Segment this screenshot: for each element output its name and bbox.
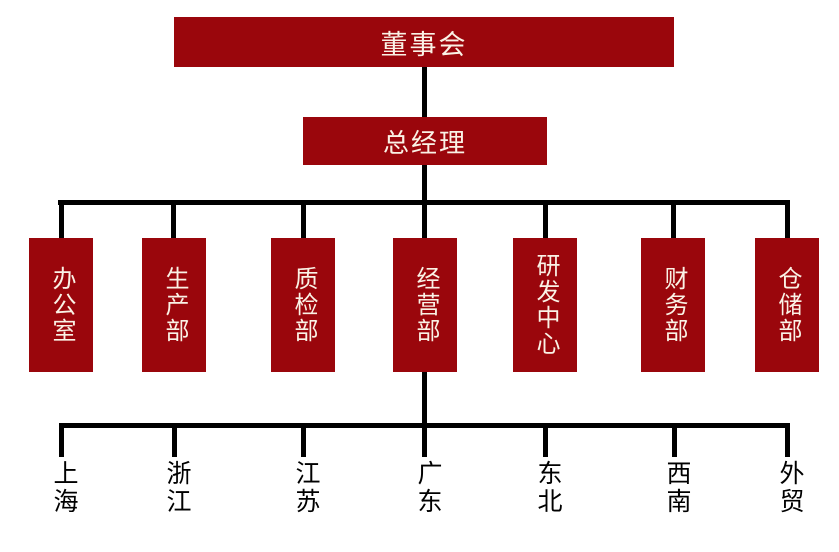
region-label-foreign-trade: 外贸 [776,460,804,516]
connector-stub-northeast [543,423,548,457]
dept-box-office: 办公室 [29,238,93,372]
connector-stub-quality [301,200,306,238]
connector-board-to-gm [422,67,427,117]
dept-label-quality: 质检部 [290,266,317,344]
general-manager-box: 总经理 [303,117,547,165]
connector-stub-rnd [543,200,548,238]
connector-stub-warehouse [785,200,790,238]
dept-label-finance: 财务部 [660,266,687,344]
connector-stub-office [59,200,64,238]
board-of-directors-box: 董事会 [174,17,674,67]
connector-stub-jiangsu [301,423,306,457]
dept-box-quality: 质检部 [271,238,335,372]
dept-box-warehouse: 仓储部 [755,238,819,372]
dept-label-rnd-center: 研发中心 [532,253,559,357]
dept-box-production: 生产部 [142,238,206,372]
connector-stub-southwest [672,423,677,457]
connector-stub-operations [422,200,427,238]
dept-box-operations: 经营部 [393,238,457,372]
region-label-southwest: 西南 [663,460,691,516]
region-label-shanghai: 上海 [50,460,78,516]
connector-stub-shanghai [59,423,64,457]
dept-label-office: 办公室 [48,266,75,344]
connector-stub-foreign-trade [785,423,790,457]
board-of-directors-label: 董事会 [380,29,468,60]
dept-label-production: 生产部 [161,266,188,344]
connector-operations-to-regions [422,372,427,423]
dept-box-rnd-center: 研发中心 [513,238,577,372]
dept-label-warehouse: 仓储部 [774,266,801,344]
connector-stub-zhejiang [172,423,177,457]
connector-stub-finance [671,200,676,238]
connector-gm-to-departments [422,165,427,202]
region-label-guangdong: 广东 [414,460,442,516]
dept-box-finance: 财务部 [641,238,705,372]
connector-stub-production [171,200,176,238]
general-manager-label: 总经理 [382,127,467,158]
connector-stub-guangdong [422,423,427,457]
dept-label-operations: 经营部 [412,266,439,344]
region-label-northeast: 东北 [534,460,562,516]
region-label-zhejiang: 浙江 [163,460,191,516]
region-label-jiangsu: 江苏 [292,460,320,516]
